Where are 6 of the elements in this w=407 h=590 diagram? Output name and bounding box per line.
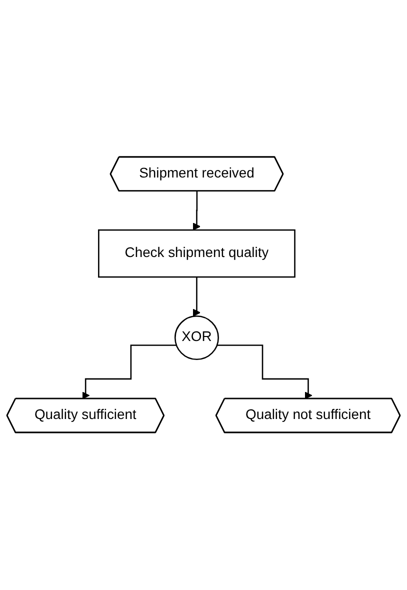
- arrow: [217, 344, 312, 400]
- arrow: [82, 344, 176, 400]
- arrow: [192, 276, 201, 317]
- node-box: Check shipment quality: [98, 230, 296, 278]
- arrow: [192, 190, 201, 231]
- node-circle: XOR: [174, 316, 219, 360]
